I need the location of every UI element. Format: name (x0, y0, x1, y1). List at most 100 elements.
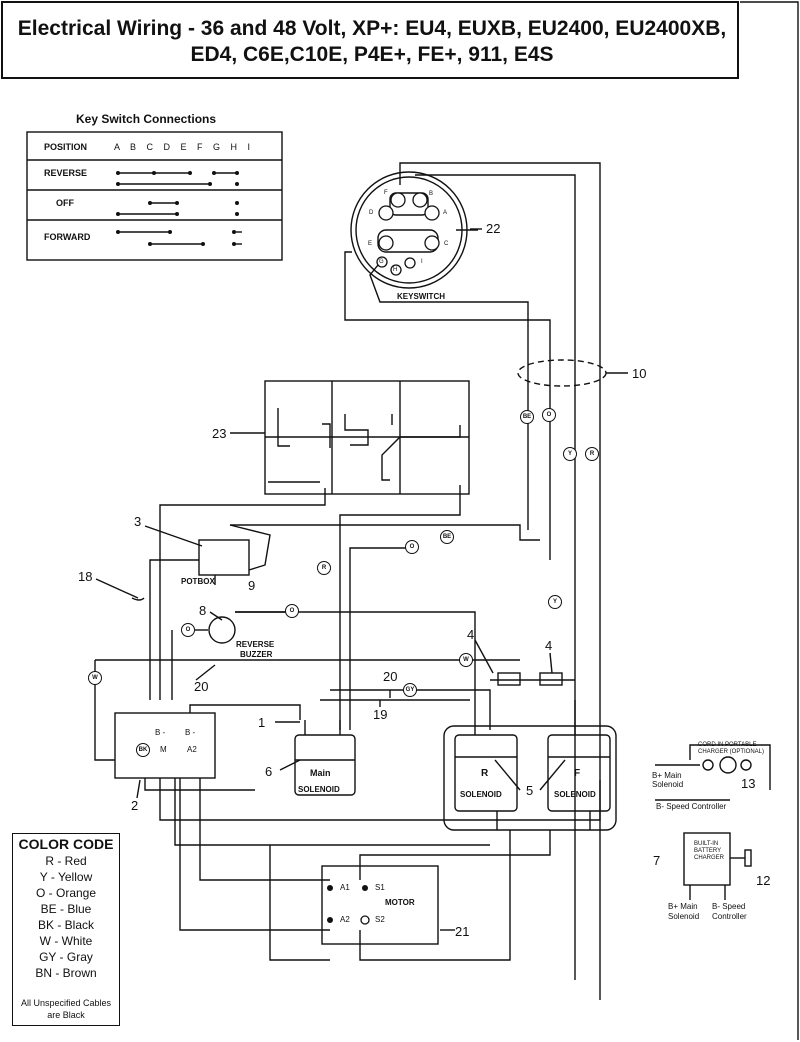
wire-tag-o2: O (405, 540, 419, 554)
wire-tag-y: Y (563, 447, 577, 461)
wire-tag-bk: BK (136, 743, 150, 757)
callout-21: 21 (455, 924, 470, 939)
ks-g: G (379, 259, 384, 265)
wire-tag-r2: R (317, 561, 331, 575)
callout-7: 7 (653, 853, 661, 868)
callout-20a: 20 (383, 669, 398, 684)
builtin-charger (683, 832, 731, 886)
position-label: POSITION (44, 142, 88, 152)
wire-tag-be2: BE (440, 530, 454, 544)
title-box: Electrical Wiring - 36 and 48 Volt, XP+:… (1, 1, 739, 79)
solenoid-r-label: SOLENOID (460, 790, 502, 799)
motor-s1: S1 (375, 883, 385, 892)
direction-solenoid-surround (443, 725, 617, 831)
color-code-item: BK - Black (37, 918, 94, 932)
portable-charger-2: CHARGER (OPTIONAL) (698, 749, 765, 755)
wire-tag-w: W (459, 653, 473, 667)
callout-12: 12 (756, 873, 771, 888)
builtin-charger-2: BATTERY (694, 848, 722, 854)
motor (321, 865, 439, 945)
callout-4a: 4 (467, 627, 475, 642)
wire-tag-y2: Y (548, 595, 562, 609)
callout-4b: 4 (545, 638, 553, 653)
buzzer-label-2: BUZZER (240, 650, 273, 659)
color-code-item: BE - Blue (40, 902, 92, 916)
ks-a: A (443, 210, 448, 216)
row-forward: FORWARD (44, 232, 91, 242)
callout-13: 13 (741, 776, 756, 791)
row-off: OFF (56, 198, 74, 208)
reverse-buzzer (208, 616, 236, 644)
buzzer-label-1: REVERSE (236, 640, 275, 649)
callout-20b: 20 (194, 679, 209, 694)
main-solenoid-label-1: Main (310, 768, 331, 778)
callout-6: 6 (265, 764, 273, 779)
color-code-item: BN - Brown (35, 966, 97, 980)
color-code-item: Y - Yellow (39, 870, 93, 884)
row-reverse: REVERSE (44, 168, 88, 178)
wire-tag-o: O (542, 408, 556, 422)
callout-19: 19 (373, 707, 388, 722)
diode-4-left (497, 672, 521, 686)
charger-bplus-2: Solenoid (652, 780, 684, 789)
potbox-label: POTBOX (181, 577, 215, 586)
ks-c: C (444, 241, 449, 247)
wire-tag-gy: GY (403, 683, 417, 697)
diode-4-right (539, 672, 563, 686)
color-code-title: COLOR CODE (18, 836, 114, 852)
builtin-bminus-1: B- Speed (712, 902, 746, 911)
motor-a2: A2 (340, 915, 350, 924)
color-code-item: R - Red (45, 854, 87, 868)
callout-23: 23 (212, 426, 227, 441)
ks-f: F (384, 190, 388, 196)
main-solenoid (294, 734, 356, 796)
solenoid-r-letter: R (481, 768, 489, 779)
callout-10: 10 (632, 366, 647, 381)
title-line-2: ED4, C6E,C10E, P4E+, FE+, 911, E4S (190, 43, 554, 66)
solenoid-r (454, 734, 518, 812)
charger-bminus: B- Speed Controller (656, 802, 727, 811)
callout-2: 2 (131, 798, 139, 813)
solenoid-f-letter: F (574, 768, 581, 779)
ks-d: D (369, 210, 374, 216)
controller-bplus: B - (185, 728, 196, 737)
ks-i: I (421, 259, 423, 265)
color-code-note-1: All Unspecified Cables (20, 998, 112, 1008)
title-line-1: Electrical Wiring - 36 and 48 Volt, XP+:… (17, 17, 727, 40)
builtin-bplus-2: Solenoid (668, 912, 700, 921)
solenoid-f (547, 734, 611, 812)
builtin-charger-1: BUILT-IN (694, 841, 719, 847)
charger-bplus-1: B+ Main (652, 771, 682, 780)
portable-charger-1: CORD IN PORTABLE (698, 742, 757, 748)
position-columns: A B C D E F G H I (114, 142, 255, 152)
motor-s2: S2 (375, 915, 385, 924)
keyswitch-label: KEYSWITCH (397, 292, 445, 301)
speed-controller (114, 712, 216, 779)
color-code-item: W - White (39, 934, 93, 948)
color-code-item: GY - Gray (39, 950, 93, 964)
motor-a1: A1 (340, 883, 350, 892)
ks-b: B (429, 191, 434, 197)
callout-3: 3 (134, 514, 142, 529)
callout-8: 8 (199, 603, 207, 618)
solenoid-f-label: SOLENOID (554, 790, 596, 799)
color-code-item: O - Orange (35, 886, 97, 900)
builtin-bplus-1: B+ Main (668, 902, 698, 911)
controller-a2: A2 (187, 745, 197, 754)
callout-5: 5 (526, 783, 534, 798)
main-solenoid-label-2: SOLENOID (298, 785, 340, 794)
page-frame (740, 1, 799, 1040)
callout-22: 22 (486, 221, 501, 236)
builtin-bminus-2: Controller (712, 912, 747, 921)
color-code-legend: COLOR CODE R - Red Y - Yellow O - Orange… (12, 833, 120, 1026)
wire-tag-r: R (585, 447, 599, 461)
callout-1: 1 (258, 715, 266, 730)
color-code-note-2: are Black (47, 1010, 85, 1020)
key-switch-title: Key Switch Connections (76, 112, 217, 126)
controller-bminus: B - (155, 728, 166, 737)
ks-h: H (393, 267, 398, 273)
potbox (198, 539, 250, 576)
motor-label: MOTOR (385, 898, 415, 907)
